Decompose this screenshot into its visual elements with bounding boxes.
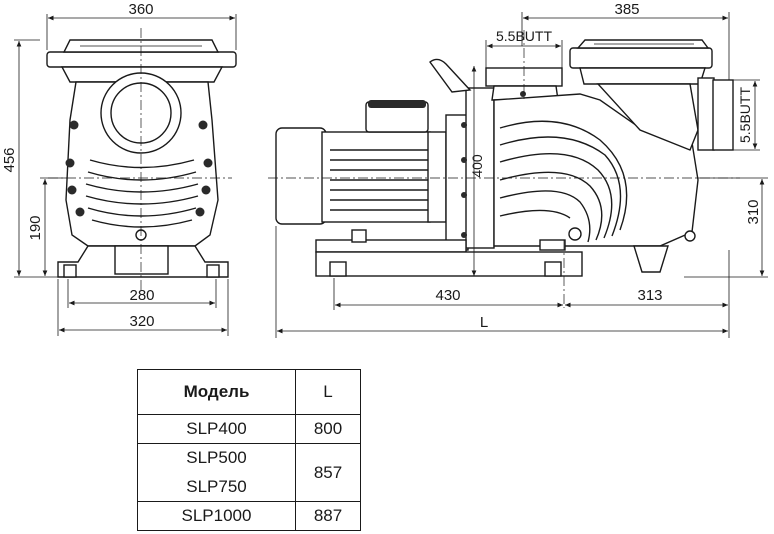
dim-front-height-total: 456	[1, 147, 18, 172]
dim-side-port: 5.5BUTT	[737, 87, 753, 143]
dim-front-base-outer: 320	[129, 313, 154, 330]
table-row: SLP500 857	[137, 443, 361, 502]
dim-side-length-right: 385	[614, 1, 639, 18]
length-cell: 857	[295, 443, 361, 502]
table-row: SLP1000 887	[137, 501, 361, 531]
header-model: Модель	[137, 369, 296, 415]
model-cell: SLP400	[137, 414, 296, 444]
dim-side-height-right: 310	[745, 199, 762, 224]
dim-side-base-left: 430	[435, 287, 460, 304]
model-cell: SLP500	[137, 443, 296, 472]
length-cell: 800	[295, 414, 361, 444]
table-row: SLP750	[137, 472, 361, 502]
length-cell: 887	[295, 501, 361, 531]
dim-front-height-axis: 190	[27, 215, 44, 240]
dim-front-width-top: 360	[128, 1, 153, 18]
table-row: SLP400 800	[137, 414, 361, 444]
model-cell: SLP1000	[137, 501, 296, 531]
dim-side-length-total: L	[480, 314, 488, 331]
side-view: 385 5.5BUTT	[268, 1, 768, 338]
dim-side-base-right: 313	[637, 287, 662, 304]
model-length-table: Модель L SLP400 800 SLP500 857 SLP750 SL…	[137, 369, 361, 531]
dim-side-height-mid: 400	[469, 154, 485, 178]
header-l: L	[295, 369, 361, 415]
model-cell: SLP750	[137, 472, 296, 502]
front-view: 360 456 190	[1, 1, 237, 336]
table-header-row: Модель L	[137, 369, 361, 415]
dim-front-base-inner: 280	[129, 287, 154, 304]
